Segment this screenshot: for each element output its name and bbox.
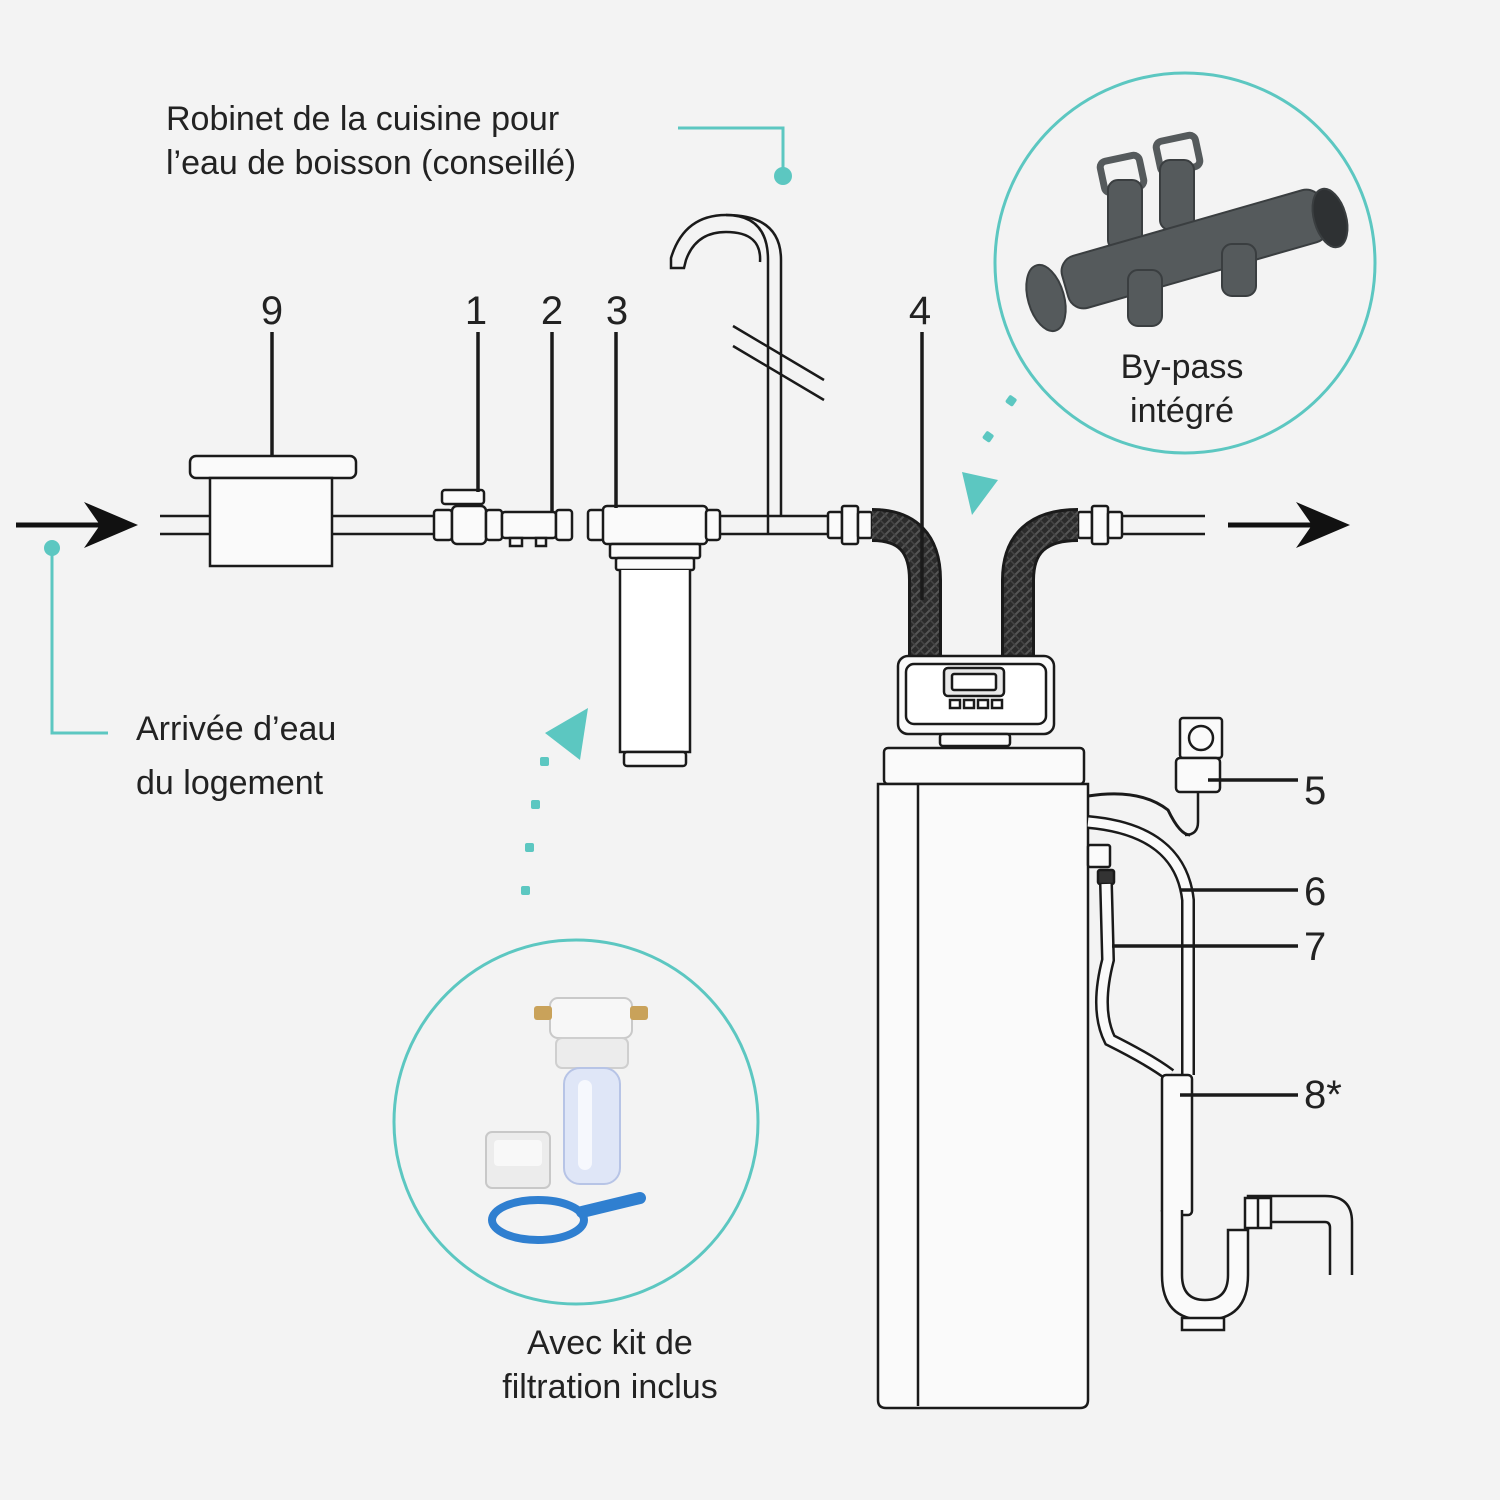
inlet-hose-braid xyxy=(871,511,939,660)
callout-6: 6 xyxy=(1304,870,1326,914)
inlet-label-line2: du logement xyxy=(136,764,324,802)
softener-cabinet xyxy=(876,746,1090,1410)
faucet-label-line1: Robinet de la cuisine pour xyxy=(166,100,559,138)
drain-hose-fitting xyxy=(1086,843,1116,886)
overflow-hose-inner xyxy=(1087,817,1193,1075)
kit-label-line1: Avec kit de xyxy=(527,1324,693,1362)
drain-hose xyxy=(1095,883,1175,1081)
filter-kit-dotted-arrow xyxy=(521,708,588,895)
outflow-arrow xyxy=(1228,502,1350,548)
kit-label-line2: filtration inclus xyxy=(502,1368,717,1406)
callout-3: 3 xyxy=(606,289,628,333)
inlet-label-line1: Arrivée d’eau xyxy=(136,710,336,748)
power-cable xyxy=(1087,792,1191,837)
faucet-leader-line xyxy=(678,126,785,175)
callout-1: 1 xyxy=(465,289,487,333)
bypass-inset: By-pass intégré xyxy=(993,71,1377,455)
callout-5: 5 xyxy=(1304,769,1326,813)
power-plug xyxy=(1174,716,1224,837)
callout-9: 9 xyxy=(261,289,283,333)
inlet-leader-dot xyxy=(44,540,60,556)
filter-kit-inset xyxy=(392,938,760,1306)
drain-siphon xyxy=(1160,1073,1354,1332)
callout-leader-lines xyxy=(270,332,1298,1097)
filter-kit-illustration xyxy=(485,997,648,1244)
shutoff-valve xyxy=(432,488,504,546)
meter-box xyxy=(188,454,358,568)
callout-numbers: 9 1 2 3 4 5 6 7 8* xyxy=(261,289,1342,1117)
faucet-label-line2: l’eau de boisson (conseillé) xyxy=(166,144,576,182)
pre-filter xyxy=(586,504,722,768)
callout-7: 7 xyxy=(1304,925,1326,969)
outlet-hose-braid xyxy=(1004,511,1079,660)
bypass-valve-illustration xyxy=(1025,131,1349,333)
outlet-union xyxy=(1076,504,1124,546)
bypass-label-line2: intégré xyxy=(1130,392,1234,430)
callout-2: 2 xyxy=(541,289,563,333)
callout-8: 8* xyxy=(1304,1073,1342,1117)
pressure-reducer xyxy=(500,508,574,548)
inlet-union xyxy=(826,504,874,546)
kitchen-faucet xyxy=(669,213,825,534)
drain-hose-inner xyxy=(1097,883,1173,1079)
bypass-dotted-arrow xyxy=(962,395,1017,515)
main-pipe xyxy=(160,514,1205,536)
bypass-label-line1: By-pass xyxy=(1121,348,1244,386)
softener-control-head xyxy=(896,654,1056,748)
callout-4: 4 xyxy=(909,289,931,333)
inlet-leader-line xyxy=(50,548,108,735)
faucet-leader-dot xyxy=(774,167,792,185)
inflow-arrow xyxy=(16,502,138,548)
